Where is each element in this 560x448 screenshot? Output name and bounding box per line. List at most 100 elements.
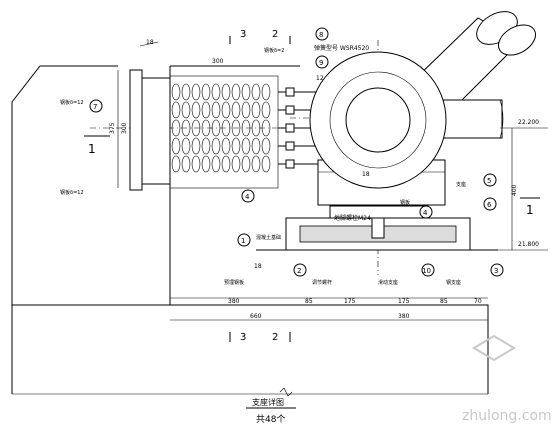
subtitle-text: 共48个 xyxy=(256,414,285,425)
callout-9: 9 xyxy=(319,59,323,67)
spring-coil xyxy=(171,155,181,173)
base-slab xyxy=(256,205,498,251)
dim-bottom-0: 380 xyxy=(228,298,240,305)
annotation-base: 混凝土基础 xyxy=(256,234,281,241)
spring-coil xyxy=(171,83,181,101)
spring-coil xyxy=(241,83,251,101)
dim-inner-height: 300 xyxy=(121,122,128,134)
elevation-base: 21.800 xyxy=(518,241,539,248)
spring-coil xyxy=(251,83,261,101)
spring-coil xyxy=(241,155,251,173)
left-end-plate xyxy=(129,69,171,191)
spring-coil xyxy=(221,137,231,155)
spring-coil xyxy=(231,119,241,137)
horizontal-pipe xyxy=(439,99,504,139)
spring-coil xyxy=(211,137,221,155)
section-marks-bottom: 3 2 xyxy=(229,332,291,343)
dim-bottom-row: 380 85 175 175 85 70 xyxy=(228,298,482,305)
spring-coil xyxy=(181,155,191,173)
section-mark-1-left: 1 xyxy=(88,142,96,156)
spring-coil xyxy=(181,101,191,119)
branch-pipe xyxy=(411,11,536,111)
main-pipe xyxy=(309,51,447,189)
dim-bottom-3: 175 xyxy=(398,298,410,305)
dim-side-height: 400 xyxy=(511,184,518,196)
section-mark-3-bottom: 3 xyxy=(240,332,246,343)
spring-pack xyxy=(169,75,279,189)
spring-coil xyxy=(261,137,271,155)
slope-marks: 18 12 18 18 xyxy=(139,39,370,270)
section-mark-2-top: 2 xyxy=(272,29,278,40)
spring-coil xyxy=(191,119,201,137)
annotation-left-plate: 钢板δ=12 xyxy=(60,99,84,106)
dim-total-1: 380 xyxy=(398,313,410,320)
annotation-steel: 钢板δ=2 xyxy=(264,47,284,54)
callout-1: 1 xyxy=(241,237,245,245)
spring-coil xyxy=(211,155,221,173)
title-text: 支座详图 xyxy=(252,397,284,407)
spring-coil xyxy=(241,101,251,119)
spring-coil xyxy=(211,101,221,119)
spring-coil xyxy=(221,119,231,137)
callout-7: 7 xyxy=(93,103,97,111)
callout-10: 10 xyxy=(422,267,431,275)
dim-bottom-5: 70 xyxy=(474,298,482,305)
spring-coil xyxy=(191,101,201,119)
annotation-note-2: 调节螺杆 xyxy=(312,279,332,286)
spring-coil xyxy=(201,137,211,155)
spring-coil xyxy=(181,119,191,137)
watermark: zhulong.com xyxy=(462,334,552,424)
slope-upper-right: 18 xyxy=(362,171,370,178)
spring-coil xyxy=(241,137,251,155)
spring-coil xyxy=(181,83,191,101)
callout-5: 5 xyxy=(487,177,491,185)
spring-coil xyxy=(251,155,261,173)
spring-coil xyxy=(201,155,211,173)
section-mark-2-bottom: 2 xyxy=(272,332,278,343)
dim-spring-width: 300 xyxy=(212,58,224,65)
annotation-note-10: 滑动支座 xyxy=(378,279,398,286)
dimension-lines xyxy=(117,65,513,321)
dim-bottom-1: 85 xyxy=(305,298,313,305)
spring-coil xyxy=(251,137,261,155)
section-marks-top: 3 2 xyxy=(229,29,291,44)
annotation-bolt: 地脚螺栓M24 xyxy=(334,214,371,222)
break-line xyxy=(279,387,293,397)
spring-coil xyxy=(191,83,201,101)
annotations: 弹簧型号 WSR4520 地脚螺栓M24 钢板δ=12 钢板δ=12 支座 钢板… xyxy=(60,44,466,286)
annotation-spring-model: 弹簧型号 WSR4520 xyxy=(314,44,369,52)
slope-lower-left: 18 xyxy=(254,263,262,270)
spring-coil xyxy=(221,155,231,173)
callout-8: 8 xyxy=(319,31,323,39)
spring-coils xyxy=(171,83,271,173)
spring-coil xyxy=(261,119,271,137)
annotation-right-support: 支座 xyxy=(456,181,466,188)
spring-coil xyxy=(191,137,201,155)
spring-coil xyxy=(191,155,201,173)
slope-middle: 12 xyxy=(316,75,324,82)
annotation-note-3: 钢支座 xyxy=(446,279,461,286)
drawing-title: 支座详图 共48个 xyxy=(246,397,296,425)
annotation-note-1: 预埋钢板 xyxy=(224,279,244,286)
spring-coil xyxy=(261,83,271,101)
annotation-left-bottom: 钢板δ=12 xyxy=(60,189,84,196)
spring-coil xyxy=(231,83,241,101)
dim-total-0: 660 xyxy=(250,313,262,320)
elevation-pipe: 22.200 xyxy=(518,119,539,126)
spring-coil xyxy=(241,119,251,137)
callouts: 1 2 3 4 4 5 6 7 8 9 10 xyxy=(89,27,504,277)
spring-coil xyxy=(171,101,181,119)
spring-coil xyxy=(261,155,271,173)
section-marks-side: 1 1 xyxy=(84,135,540,217)
spring-coil xyxy=(181,137,191,155)
spring-coil xyxy=(231,155,241,173)
spring-coil xyxy=(251,101,261,119)
spring-coil xyxy=(231,137,241,155)
section-mark-1-right: 1 xyxy=(526,203,534,217)
elevation-marks: 22.200 21.800 xyxy=(498,119,548,251)
dim-total-row: 660 380 xyxy=(250,313,410,320)
spring-coil xyxy=(201,119,211,137)
callout-6: 6 xyxy=(487,201,492,209)
section-mark-3-top: 3 xyxy=(240,29,246,40)
spring-coil xyxy=(231,101,241,119)
